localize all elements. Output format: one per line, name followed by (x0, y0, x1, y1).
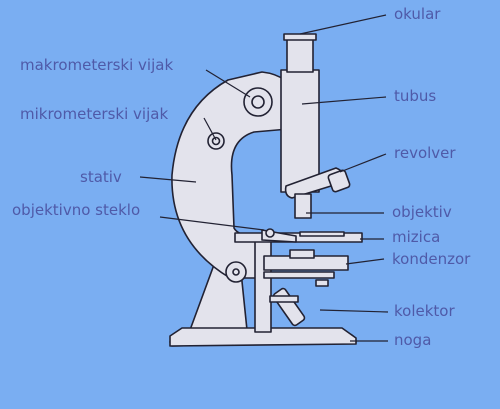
label-mizica: mizica (392, 228, 440, 246)
label-objektiv: objektiv (392, 203, 452, 221)
leader-tubus (301, 96, 387, 105)
pivot-joint-center (232, 268, 240, 276)
leader-stativ (139, 176, 197, 183)
stand-arm (171, 71, 301, 279)
label-makrometerski-vijak: makrometerski vijak (20, 56, 173, 74)
leader-kondenzor (345, 258, 385, 265)
label-kolektor: kolektor (394, 302, 455, 320)
stage (234, 232, 363, 243)
microscope (169, 33, 363, 347)
stand-column (254, 237, 272, 333)
leader-objektivno-steklo (159, 216, 265, 231)
glass-slide (299, 231, 345, 237)
labels: okular makrometerski vijak tubus mikrome… (12, 5, 471, 349)
leader-mikrometerski-vijak (203, 117, 217, 141)
fine-focus-knob-center (211, 136, 221, 146)
label-objektivno-steklo: objektivno steklo (12, 201, 140, 219)
label-tubus: tubus (394, 87, 436, 105)
label-revolver: revolver (394, 144, 456, 162)
condenser-knob (315, 279, 329, 287)
objective (294, 193, 312, 219)
side-objective (327, 169, 351, 193)
leader-lines (139, 14, 389, 342)
leader-kolektor (319, 309, 389, 313)
tube (280, 69, 320, 193)
label-noga: noga (394, 331, 431, 349)
label-mikrometerski-vijak: mikrometerski vijak (20, 105, 168, 123)
condenser-top (289, 249, 315, 259)
collector-arm (269, 295, 299, 303)
slide-clip-screw (265, 228, 275, 238)
label-kondenzor: kondenzor (392, 250, 471, 268)
eyepiece-rim (283, 33, 317, 41)
coarse-focus-knob-center (251, 95, 265, 109)
label-okular: okular (394, 5, 441, 23)
label-stativ: stativ (80, 168, 122, 186)
eyepiece (286, 37, 314, 73)
leader-okular (299, 14, 387, 35)
foot-plate (169, 327, 357, 347)
leader-makrometerski-vijak (205, 69, 251, 98)
condenser-lower (263, 271, 335, 279)
leader-revolver (339, 153, 387, 173)
